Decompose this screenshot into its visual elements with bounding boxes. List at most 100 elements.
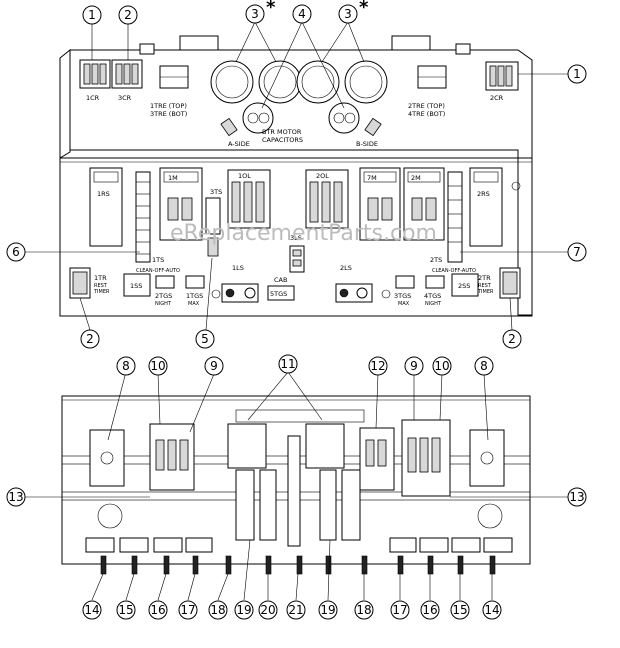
b-side-label: B-SIDE xyxy=(356,140,378,148)
m1-label: 1M xyxy=(168,174,178,182)
callout-4: 4 xyxy=(298,7,306,21)
callout-17a: 17 xyxy=(180,603,195,617)
selector-1ss: 1SS xyxy=(123,273,151,297)
terminal-strip-right: 2TS CLEAN-OFF-AUTO xyxy=(430,171,476,274)
tr1b-label: REST xyxy=(94,283,108,289)
ls3-label: 3LS xyxy=(290,234,302,242)
callout-14b: 14 xyxy=(484,603,499,617)
tgs5-label: 5TGS xyxy=(270,290,287,298)
tgs2-label: 2TGS xyxy=(155,292,172,300)
terminal-strip-left: 1TS CLEAN-OFF-AUTO xyxy=(135,171,180,274)
tre4-label: 4TRE (BOT) xyxy=(408,110,445,118)
mount-hole-right xyxy=(511,181,521,191)
transformer-1tre: 1TRE (TOP) 3TRE (BOT) xyxy=(150,65,189,118)
capacitors-b-side xyxy=(296,60,388,137)
ts2-label: 2TS xyxy=(430,256,442,264)
overload-2ol: 2OL xyxy=(305,169,349,229)
callout-8a: 8 xyxy=(122,359,130,373)
callout-8b: 8 xyxy=(480,359,488,373)
callout-9a: 9 xyxy=(210,359,218,373)
switch-1tgs: 1TGS MAX xyxy=(185,275,205,307)
callout-6: 6 xyxy=(12,245,20,259)
callout-16b: 16 xyxy=(422,603,437,617)
ts1-label: 1TS xyxy=(152,256,164,264)
callout-19a: 19 xyxy=(236,603,251,617)
ol1-label: 1OL xyxy=(238,172,251,180)
contactor-7m: 7M xyxy=(359,167,401,241)
ts3-label: 3TS xyxy=(210,188,222,196)
callout-5: 5 xyxy=(201,332,209,346)
relay-12 xyxy=(359,427,395,491)
overload-11-right xyxy=(305,423,345,469)
tgs4-label: 4TGS xyxy=(424,292,441,300)
tr2-label: 2TR xyxy=(478,274,491,282)
callout-7: 7 xyxy=(573,245,581,259)
ls1-label: 1LS xyxy=(232,264,244,272)
relay-2cr-label: 2CR xyxy=(490,94,504,102)
timer-2tr: 2TR REST TIMER xyxy=(477,267,521,299)
watermark: eReplacementParts.com xyxy=(170,221,437,246)
callout-13b: 13 xyxy=(569,490,584,504)
switch-3tgs: 3TGS MAX xyxy=(394,275,415,307)
rs1-label: 1RS xyxy=(97,190,110,198)
callout-3a: 3 xyxy=(251,7,259,21)
overload-11-left xyxy=(227,423,267,469)
ls2-label: 2LS xyxy=(340,264,352,272)
callout-12: 12 xyxy=(370,359,385,373)
tr2c-label: TIMER xyxy=(477,289,494,295)
cab-label: CAB xyxy=(274,276,287,284)
overload-1ol: 1OL xyxy=(227,169,271,229)
tr1-label: 1TR xyxy=(94,274,107,282)
tr2b-label: REST xyxy=(478,283,492,289)
ss1-label: 1SS xyxy=(130,282,142,290)
cleanoff-a-label: CLEAN-OFF-AUTO xyxy=(136,268,180,274)
tre3-label: 3TRE (BOT) xyxy=(150,110,187,118)
top-panel: 1CR 3CR 2CR 1TRE (TOP) 3TRE (BOT) 2TRE ( xyxy=(59,35,533,317)
asterisk-a: * xyxy=(266,0,276,18)
relay-3cr: 3CR xyxy=(111,59,143,102)
callout-2c: 2 xyxy=(508,332,516,346)
terminal-block-8-left xyxy=(89,429,125,487)
relay-1cr-label: 1CR xyxy=(86,94,100,102)
contactor-2m: 2M xyxy=(403,167,445,241)
callout-16a: 16 xyxy=(150,603,165,617)
timer-1tr: 1TR REST TIMER xyxy=(69,267,110,299)
m7-label: 7M xyxy=(367,174,377,182)
switch-4tgs: 4TGS NIGHT xyxy=(424,275,445,307)
cap-title-2: CAPACITORS xyxy=(262,136,303,144)
callout-10a: 10 xyxy=(150,359,165,373)
callout-3b: 3 xyxy=(344,7,352,21)
top-callouts: 1 2 3 * 4 3 * 1 6 7 2 xyxy=(6,0,587,349)
callout-18b: 18 xyxy=(356,603,371,617)
selector-2ss: 2SS xyxy=(451,273,479,297)
callout-13a: 13 xyxy=(8,490,23,504)
cap-title-1: BTR MOTOR xyxy=(262,128,302,136)
tgs3n-label: MAX xyxy=(398,301,410,307)
a-side-label: A-SIDE xyxy=(228,140,250,148)
callout-20: 20 xyxy=(260,603,275,617)
ss2-label: 2SS xyxy=(458,282,470,290)
callout-21: 21 xyxy=(288,603,303,617)
tgs1n-label: MAX xyxy=(188,301,200,307)
callout-9b: 9 xyxy=(410,359,418,373)
capacitors-a-side xyxy=(210,60,302,137)
relay-socket-2rs: 2RS xyxy=(469,167,503,247)
ground-symbol-right xyxy=(381,289,391,299)
switch-2tgs: 2TGS NIGHT xyxy=(155,275,175,307)
limit-switch-1ls: 1LS xyxy=(221,264,259,303)
contactor-1m: 1M xyxy=(159,167,203,241)
callout-15a: 15 xyxy=(118,603,133,617)
cleanoff-b-label: CLEAN-OFF-AUTO xyxy=(432,268,476,274)
callout-15b: 15 xyxy=(452,603,467,617)
asterisk-b: * xyxy=(359,0,369,18)
callout-18a: 18 xyxy=(210,603,225,617)
tgs3-label: 3TGS xyxy=(394,292,411,300)
callout-2b: 2 xyxy=(86,332,94,346)
limit-switch-2ls: 2LS xyxy=(335,264,373,303)
bottom-panel xyxy=(61,395,531,575)
callout-1b: 1 xyxy=(573,67,581,81)
relay-1cr: 1CR xyxy=(79,59,111,102)
ol2-label: 2OL xyxy=(316,172,329,180)
callout-14a: 14 xyxy=(84,603,99,617)
